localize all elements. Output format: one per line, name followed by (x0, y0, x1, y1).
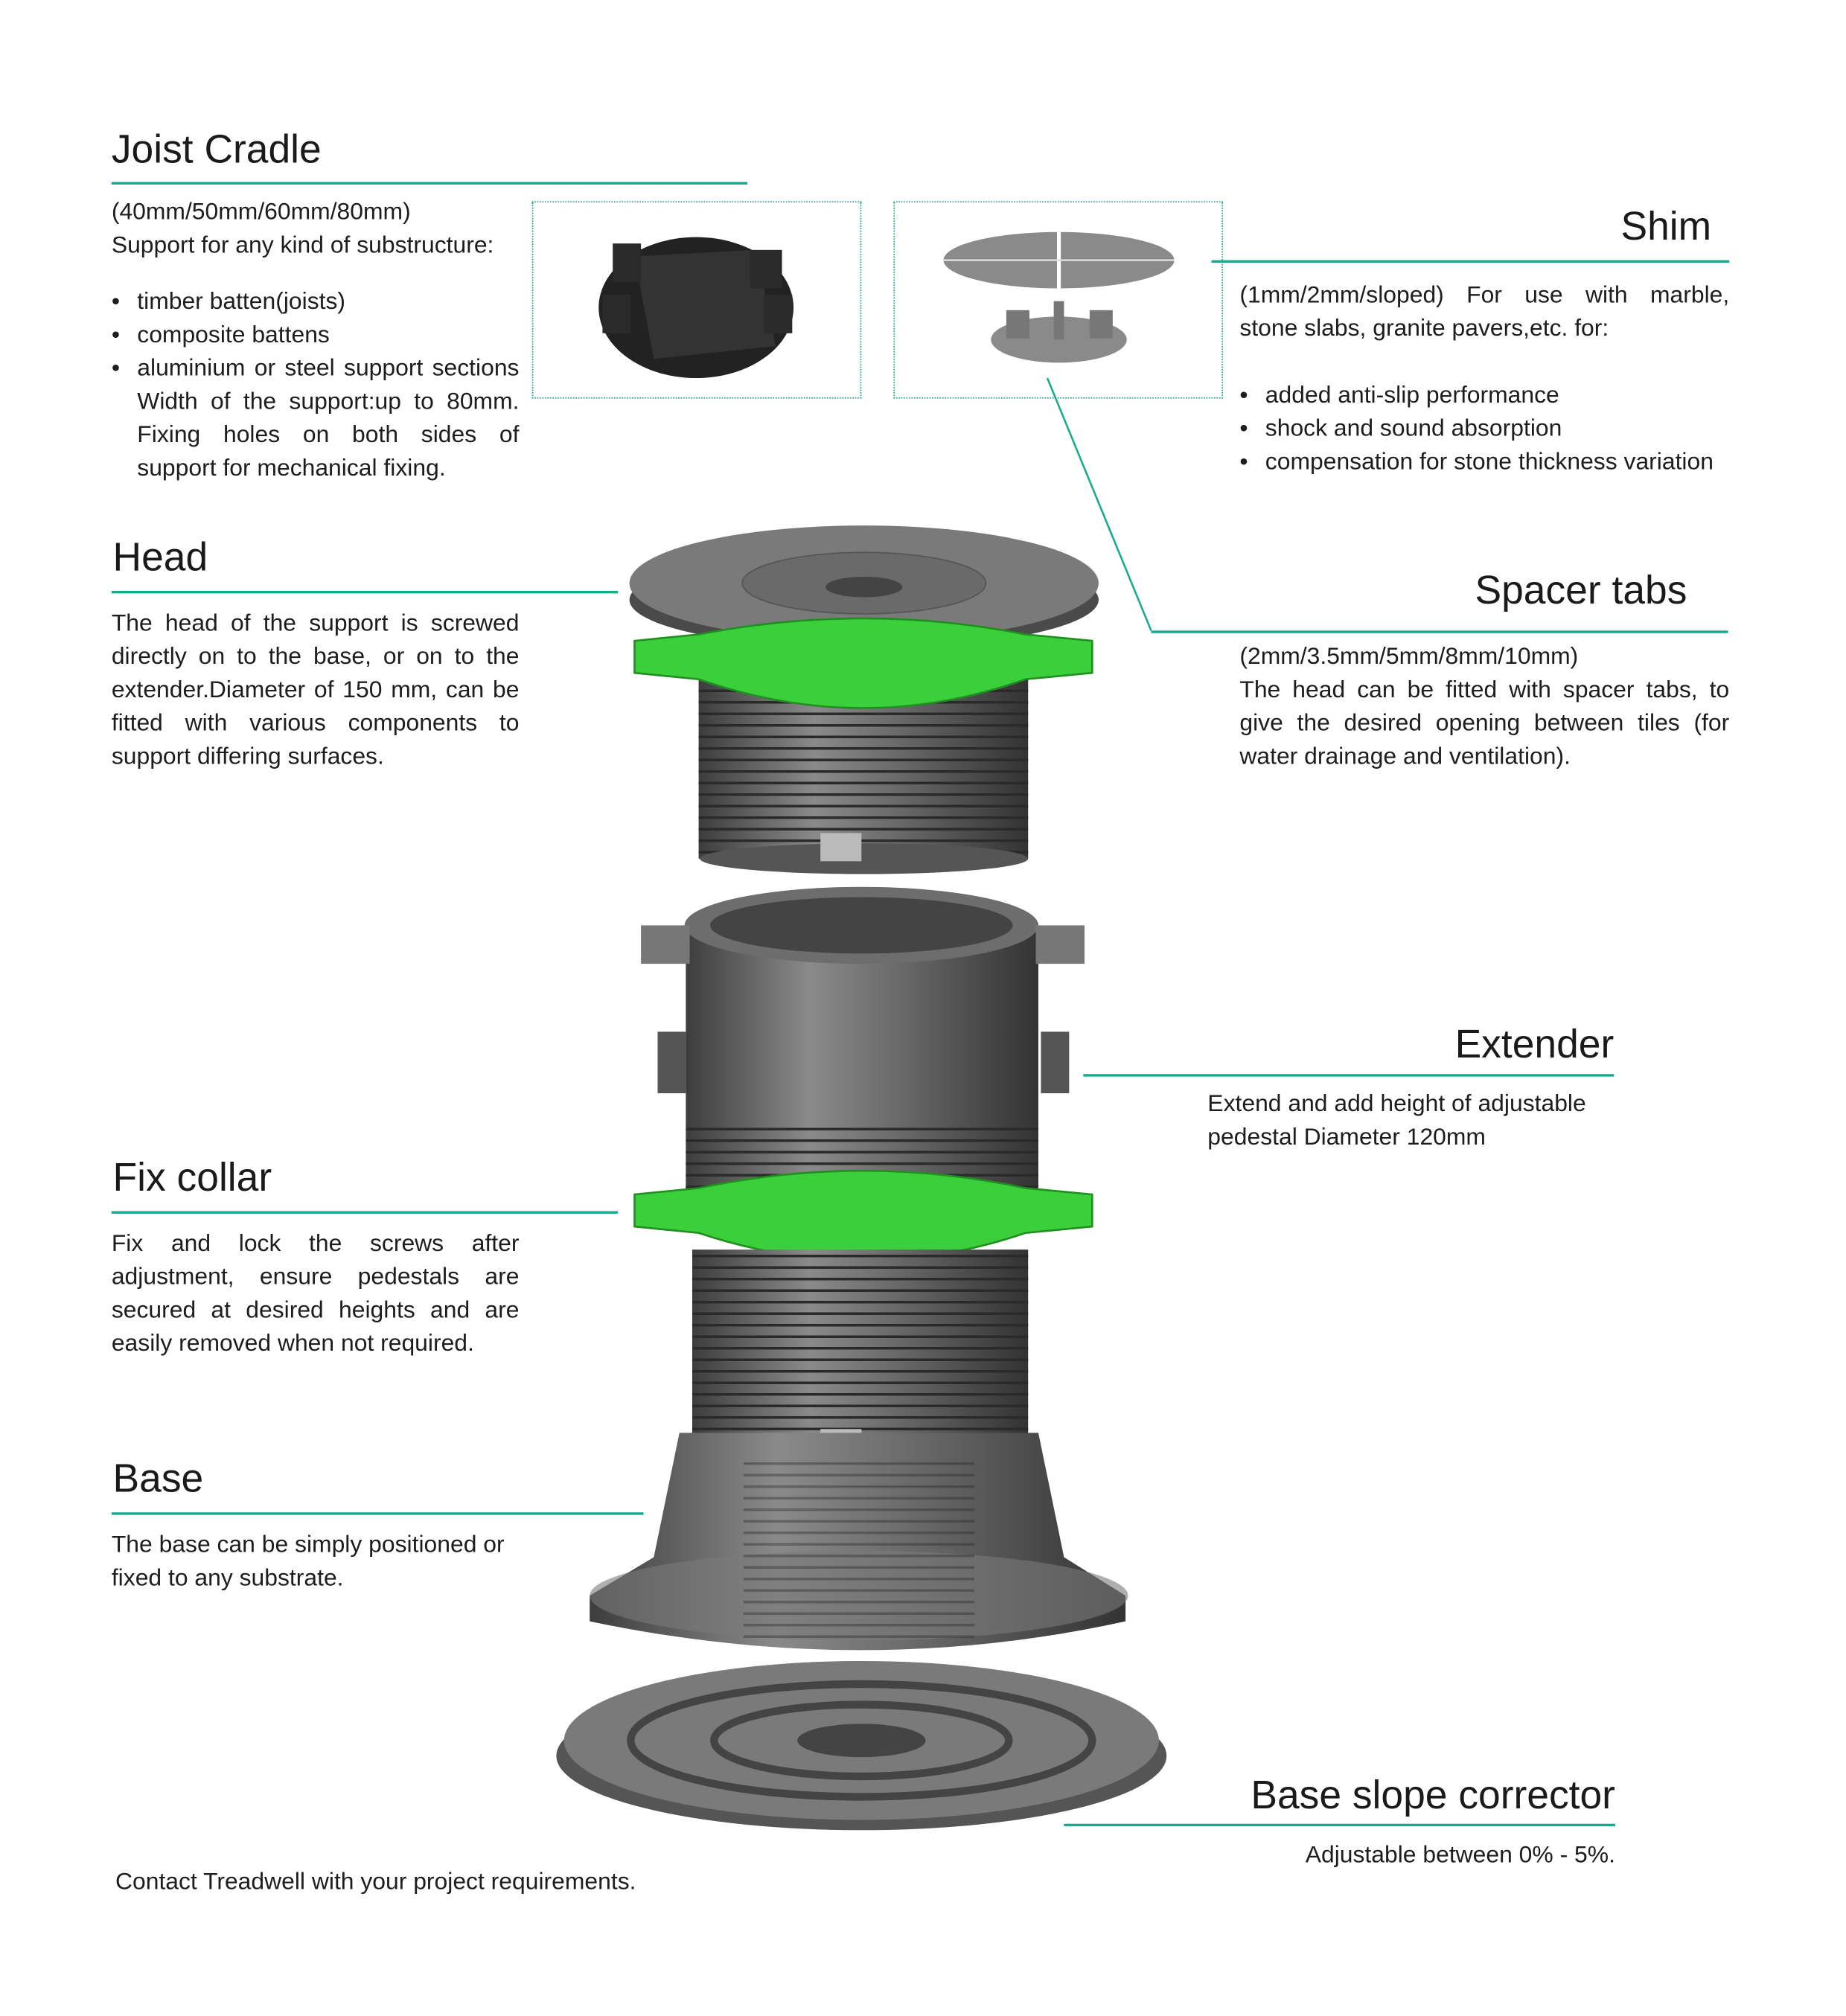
list-item: timber batten(joists) (112, 284, 520, 318)
base-thread-image (692, 1249, 1029, 1458)
shim-intro: (1mm/2mm/sloped) For use with marble, st… (1239, 281, 1730, 342)
fix-collar-title: Fix collar (112, 1154, 272, 1200)
base-slope-corrector-description: Adjustable between 0% - 5%. (1305, 1840, 1615, 1868)
footer-contact-note: Contact Treadwell with your project requ… (115, 1867, 636, 1895)
spacer-tabs-collar-top (633, 617, 1093, 709)
divider (111, 590, 619, 593)
joist-cradle-title: Joist Cradle (111, 127, 322, 172)
divider (1083, 1074, 1615, 1076)
base-description: The base can be simply positioned or fix… (111, 1530, 505, 1591)
spacer-tabs-sizes: (2mm/3.5mm/5mm/8mm/10mm) (1239, 641, 1579, 669)
divider (1151, 630, 1728, 633)
divider (1064, 1823, 1615, 1826)
base-title: Base (112, 1456, 204, 1501)
shim-leader-line (1046, 377, 1152, 631)
divider (111, 1512, 644, 1514)
list-item: aluminium or steel support sections Widt… (112, 351, 520, 484)
extender-description: Extend and add height of adjustable pede… (1207, 1089, 1586, 1150)
base-slope-corrector-title: Base slope corrector (1251, 1772, 1615, 1818)
base-slope-corrector-image (556, 1660, 1167, 1831)
divider (111, 1211, 619, 1214)
joist-cradle-image (598, 237, 794, 379)
head-description: The head of the support is screwed direc… (111, 609, 520, 769)
joist-cradle-intro: Support for any kind of substructure: (111, 230, 494, 258)
list-item: composite battens (112, 318, 520, 351)
divider (1211, 260, 1730, 263)
shim-image-frame (893, 201, 1223, 399)
list-item: shock and sound absorption (1239, 412, 1729, 445)
joist-cradle-image-frame (531, 201, 862, 399)
shim-image (943, 231, 1175, 363)
spacer-tabs-body: The head can be fitted with spacer tabs,… (1239, 675, 1730, 769)
extender-title: Extender (1454, 1021, 1615, 1066)
extender-image (641, 886, 1085, 1205)
list-item: added anti-slip performance (1239, 378, 1729, 412)
head-title: Head (112, 534, 208, 580)
shim-title: Shim (1620, 203, 1712, 249)
base-image (590, 1433, 1128, 1651)
shim-description: (1mm/2mm/sloped) For use with marble, st… (1239, 278, 1730, 479)
spacer-tabs-title: Spacer tabs (1475, 567, 1687, 613)
joist-cradle-description: (40mm/50mm/60mm/80mm) Support for any ki… (112, 195, 520, 484)
divider (111, 182, 748, 185)
joist-cradle-sizes: (40mm/50mm/60mm/80mm) (111, 197, 411, 225)
fix-collar-description: Fix and lock the screws after adjustment… (111, 1229, 520, 1357)
list-item: compensation for stone thickness variati… (1239, 445, 1729, 479)
spacer-tabs-description: (2mm/3.5mm/5mm/8mm/10mm) The head can be… (1239, 639, 1729, 772)
